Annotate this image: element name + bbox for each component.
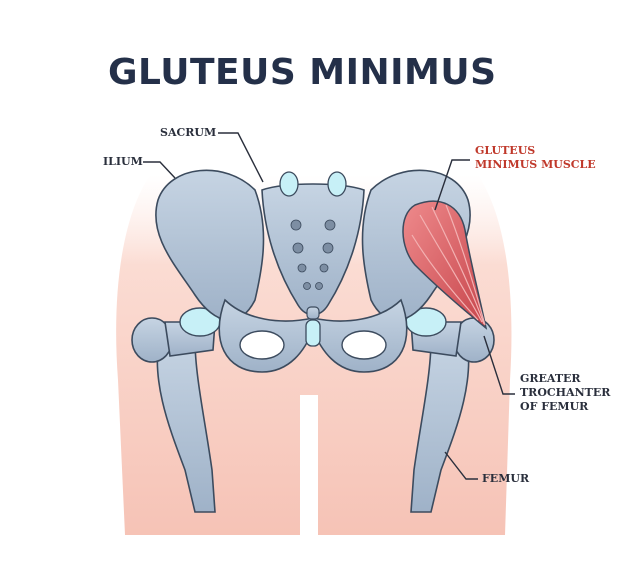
left-femur <box>131 317 216 513</box>
muscle-fibers <box>411 204 486 326</box>
left-obturator-foramen <box>239 330 285 360</box>
greater-trochanter-label-line2: TROCHANTER <box>520 386 611 399</box>
sacral-facet-right <box>327 171 347 197</box>
femur-leader <box>444 451 478 480</box>
sacrum-leader <box>218 132 264 183</box>
ilium-label: ILIUM <box>103 155 143 168</box>
trochanter-leader <box>483 335 515 395</box>
gluteus-minimus-muscle <box>402 200 488 330</box>
left-ilium <box>155 169 265 321</box>
gluteus-minimus-label: GLUTEUS MINIMUS MUSCLE <box>475 144 596 172</box>
muscle-leader <box>434 159 470 211</box>
gluteus-minimus-label-line1: GLUTEUS <box>475 144 536 157</box>
pubic-symphysis <box>305 319 321 347</box>
greater-trochanter-label: GREATER TROCHANTER OF FEMUR <box>520 372 610 414</box>
coccyx <box>306 306 320 320</box>
sacral-foramina <box>290 219 336 290</box>
sacral-facet-left <box>279 171 299 197</box>
right-obturator-foramen <box>341 330 387 360</box>
leader-lines <box>143 132 515 480</box>
page-title: GLUTEUS MINIMUS <box>108 52 497 93</box>
gluteus-minimus-label-line2: MINIMUS MUSCLE <box>475 158 596 171</box>
ilium-leader <box>143 161 176 179</box>
greater-trochanter-label-line1: GREATER <box>520 372 581 385</box>
sacrum-label: SACRUM <box>160 126 217 139</box>
greater-trochanter-label-line3: OF FEMUR <box>520 400 589 413</box>
femur-label: FEMUR <box>482 472 530 485</box>
